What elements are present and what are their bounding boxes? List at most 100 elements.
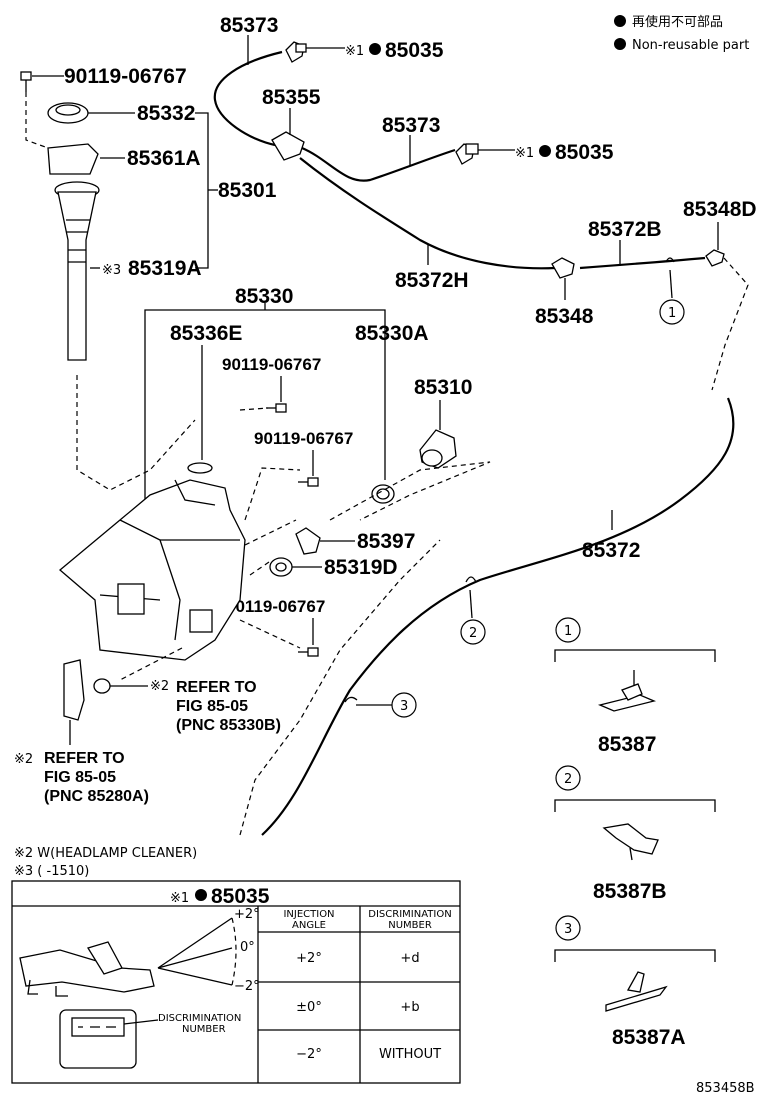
note-x3: ※3 ( -1510)	[14, 864, 89, 879]
clip-85387	[597, 670, 657, 712]
angle-mid-label: 0°	[240, 940, 255, 955]
nozzle-angle-illustration	[19, 917, 237, 997]
callout-2-circle	[460, 619, 486, 645]
refer2-line2: FIG 85-05	[44, 769, 116, 786]
label-90119-b: 90119-06767	[222, 355, 321, 374]
dashed-route-right	[711, 257, 749, 391]
legend-line-1: 再使用不可部品	[632, 14, 723, 30]
label-85372B: 85372B	[588, 218, 662, 241]
label-85319D: 85319D	[324, 556, 398, 579]
label-85373-top: 85373	[220, 14, 278, 37]
label-85373-mid: 85373	[382, 114, 440, 137]
label-90119-a: 90119-06767	[64, 65, 187, 88]
label-85372: 85372	[582, 539, 640, 562]
detail-bracket-2	[554, 799, 716, 812]
detail-callout-3	[555, 915, 581, 941]
angle-top-label: +2°	[234, 907, 260, 922]
bolt-90119-d	[298, 647, 319, 657]
refer2-line1: REFER TO	[44, 750, 125, 767]
detail-callout-3-num: 3	[564, 922, 572, 937]
mark-x2-a: ※2	[150, 679, 169, 694]
group-bracket-85330	[144, 309, 386, 320]
table-title: 85035	[211, 885, 270, 908]
callout-1-top: 1	[668, 306, 676, 321]
legend-line-2: Non-reusable part	[632, 38, 749, 53]
nozzle-85397	[295, 527, 321, 555]
nonreusable-dot-top	[369, 43, 381, 55]
table-col2-line1: DISCRIMINATION	[368, 909, 451, 920]
table-row1-angle: +2°	[296, 951, 322, 966]
hose-85372B	[579, 256, 706, 270]
refer2-line3: (PNC 85280A)	[44, 788, 149, 805]
label-85372H: 85372H	[395, 269, 469, 292]
table-title-dot	[195, 889, 207, 901]
table-row3-number: WITHOUT	[379, 1047, 441, 1062]
connector-85355	[271, 131, 305, 161]
hose-85372	[261, 397, 735, 836]
table-col1-line1: INJECTION	[283, 909, 334, 920]
dashed-pump	[239, 407, 491, 521]
detail-callout-1	[555, 617, 581, 643]
label-85330: 85330	[235, 285, 293, 308]
legend-dot-2	[614, 38, 626, 50]
refer1-line2: FIG 85-05	[176, 698, 248, 715]
table-row3-angle: −2°	[296, 1047, 322, 1062]
discrimination-line1: DISCRIMINATION	[158, 1013, 241, 1024]
detail-callout-2	[555, 765, 581, 791]
leader-discrimination	[123, 1019, 159, 1025]
label-85348: 85348	[535, 305, 594, 328]
callout-3-circle	[391, 692, 417, 718]
detail-callout-1-num: 1	[564, 624, 572, 639]
joint-85348	[551, 257, 575, 279]
label-85361A: 85361A	[127, 147, 201, 170]
label-85319A: 85319A	[128, 257, 202, 280]
leader-callout-1	[669, 269, 673, 299]
clip-85387A	[605, 971, 668, 1012]
label-90119-c: 90119-06767	[254, 429, 353, 448]
joint-85348D	[705, 249, 725, 267]
clip-mark-3	[344, 696, 358, 703]
group-bracket-85301	[195, 112, 209, 269]
discrimination-line2: NUMBER	[182, 1024, 226, 1035]
cap-85332	[47, 102, 89, 124]
hose-85372H	[299, 157, 556, 270]
clip-mark-1	[665, 257, 675, 263]
clip-85387B	[602, 823, 659, 861]
label-85387: 85387	[598, 733, 656, 756]
pump-85310	[419, 429, 457, 469]
bolt-90119-b	[266, 403, 287, 413]
table-row1-number: +d	[400, 951, 419, 966]
refer1-line1: REFER TO	[176, 679, 257, 696]
label-85301: 85301	[218, 179, 277, 202]
mark-x3: ※3	[102, 263, 121, 278]
reservoir-tank-85330	[58, 479, 246, 661]
callout-1-circle	[659, 299, 685, 325]
detail-bracket-1	[554, 649, 716, 662]
bolt-90119-c	[298, 477, 319, 487]
angle-bot-label: −2°	[234, 979, 260, 994]
dashed-route-lower	[239, 539, 441, 836]
table-col2-line2: NUMBER	[388, 920, 432, 931]
label-85387B: 85387B	[593, 880, 667, 903]
detail-callout-2-num: 2	[564, 772, 572, 787]
filler-pipe-85319A	[54, 181, 100, 361]
grommet-85319D	[269, 557, 293, 577]
table-row2-angle: ±0°	[296, 1000, 322, 1015]
label-85355: 85355	[262, 86, 321, 109]
table-title-mark: ※1	[170, 891, 189, 906]
table-row2-number: +b	[400, 1000, 419, 1015]
table-col1-line2: ANGLE	[292, 920, 326, 931]
grommet-refer	[93, 678, 111, 694]
label-85397: 85397	[357, 530, 415, 553]
label-85332: 85332	[137, 102, 195, 125]
footer-code: 853458B	[696, 1081, 755, 1096]
dashed-tank	[119, 467, 301, 681]
nozzle-85035-top	[285, 41, 307, 63]
label-85336E: 85336E	[170, 322, 242, 345]
label-85330A: 85330A	[355, 322, 429, 345]
hose-85373-mid	[301, 146, 456, 182]
label-85348D: 85348D	[683, 198, 757, 221]
label-85035-mid: 85035	[555, 141, 614, 164]
dashed-filler-top	[25, 92, 49, 149]
